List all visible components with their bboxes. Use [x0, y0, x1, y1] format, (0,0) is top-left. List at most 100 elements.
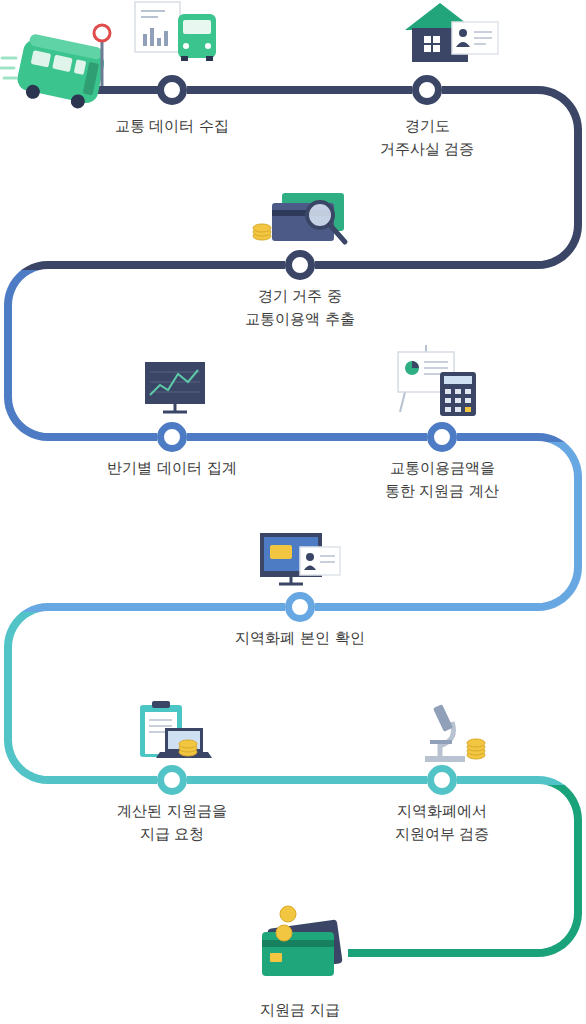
board-calculator-icon-part [400, 392, 405, 412]
monitor-chart-icon-part [150, 392, 200, 393]
clipboard-coins-icon-part [149, 719, 172, 721]
house-icon-part [424, 36, 440, 52]
monitor-id-icon-part [320, 561, 335, 563]
data-document-icon-part [141, 10, 165, 12]
data-document-icon-part [181, 56, 188, 61]
board-calculator-icon-part [455, 407, 461, 412]
microscope-coins-icon-part [433, 704, 453, 732]
house-icon [405, 3, 498, 62]
monitor-id-icon [260, 533, 340, 584]
timeline-track [315, 437, 578, 607]
timeline-track [187, 776, 427, 784]
payment-card-icon-part [276, 925, 292, 941]
monitor-chart-icon-part [150, 372, 200, 373]
monitor-id-icon-part [264, 537, 318, 571]
monitor-id-icon-part [320, 555, 335, 557]
bus-icon-part [4, 77, 16, 80]
board-calculator-icon-part [405, 361, 419, 375]
microscope-coins-icon-part [467, 739, 485, 747]
payment-card-icon-part [262, 932, 334, 976]
board-calculator-icon-part [465, 407, 471, 412]
monitor-chart-icon-part [163, 411, 187, 414]
monitor-chart-icon-part [150, 370, 198, 395]
step-label: 계산된 지원금을 지급 요청 [114, 800, 231, 845]
data-document-icon-part [183, 20, 211, 34]
start-track [95, 86, 160, 94]
step-marker: 경기 거주 중 교통이용액 추출 [285, 250, 315, 280]
bus-icon-part [14, 32, 108, 112]
clipboard-coins-icon [140, 701, 212, 758]
card-magnifier-icon-part [330, 225, 345, 242]
house-icon-part [474, 37, 492, 39]
clipboard-coins-icon-part [152, 701, 170, 708]
house-icon-part [474, 43, 486, 45]
house-icon-part [456, 42, 470, 47]
step-label: 경기도 거주사실 검증 [376, 115, 478, 160]
bus-icon-part [0, 67, 14, 70]
board-calculator-icon-part [455, 398, 461, 403]
house-icon-part [424, 43, 440, 45]
data-document-icon-part [135, 2, 180, 52]
final-step: 지원금 지급 [252, 921, 348, 985]
board-calculator-icon-part [444, 376, 472, 384]
board-calculator-icon-part [424, 373, 440, 375]
board-calculator-icon-part [440, 372, 476, 416]
bus-icon-part [101, 38, 104, 86]
data-document-icon-part [157, 38, 161, 46]
step-label: 교통 데이터 수집 [82, 115, 262, 138]
monitor-chart-icon-part [150, 382, 200, 383]
timeline-track [348, 780, 578, 953]
microscope-coins-icon-part [425, 756, 465, 762]
board-calculator-icon-part [424, 367, 448, 369]
data-document-icon-part [164, 31, 168, 46]
bus-icon-part-part [31, 50, 52, 67]
step-label: 지역화폐에서 지원여부 검증 [390, 800, 495, 845]
timeline-track [187, 433, 427, 441]
bus-icon-part-part [25, 84, 42, 101]
step-label: 지원금 지급 [210, 999, 390, 1022]
data-document-icon [135, 2, 216, 61]
data-document-icon-part [205, 43, 211, 49]
bus-icon-part [94, 25, 110, 41]
timeline-track [187, 86, 412, 94]
house-icon-part [474, 31, 492, 33]
house-icon-part [452, 22, 498, 54]
step-label: 지역화폐 본인 확인 [210, 627, 390, 650]
clipboard-coins-icon-part [179, 740, 197, 748]
monitor-id-icon-part [304, 566, 316, 571]
board-calculator-icon-part [445, 389, 451, 394]
monitor-id-icon-part [279, 583, 303, 586]
timeline-track [8, 265, 285, 437]
payment-card-icon-part [262, 940, 334, 947]
data-document-icon-part [141, 16, 158, 18]
clipboard-coins-icon-part [168, 731, 200, 749]
card-magnifier-icon-part [253, 224, 271, 232]
timeline-track [315, 90, 578, 265]
microscope-coins-icon-part [430, 740, 452, 744]
step-label: 교통이용금액을 통한 지원금 계산 [381, 457, 504, 502]
clipboard-coins-icon-part [165, 728, 203, 752]
monitor-id-icon-part [300, 547, 340, 575]
step-marker: 교통 데이터 수집 [157, 75, 187, 105]
payment-card-icon [262, 906, 343, 976]
monitor-chart-icon [145, 362, 205, 412]
board-calculator-icon-part [445, 407, 451, 412]
board-calculator-icon-part [465, 398, 471, 403]
monitor-id-icon-part [306, 553, 314, 561]
bus-icon-part-part [70, 93, 87, 110]
step-marker: 반기별 데이터 집계 [157, 422, 187, 452]
connector-layer [8, 90, 578, 953]
step-label: 반기별 데이터 집계 [82, 457, 262, 480]
bus-icon-part [2, 57, 16, 60]
bus-icon [0, 25, 110, 112]
house-icon-part [459, 29, 467, 37]
data-document-icon-part [178, 14, 216, 58]
data-document-icon-part [206, 56, 213, 61]
clipboard-coins-icon-part [149, 731, 165, 733]
step-marker: 지역화폐에서 지원여부 검증 [427, 765, 457, 795]
step-marker: 경기도 거주사실 검증 [412, 75, 442, 105]
board-calculator-icon-part [425, 345, 427, 352]
step-marker: 지역화폐 본인 확인 [285, 592, 315, 622]
board-calculator-icon-part [424, 361, 448, 363]
